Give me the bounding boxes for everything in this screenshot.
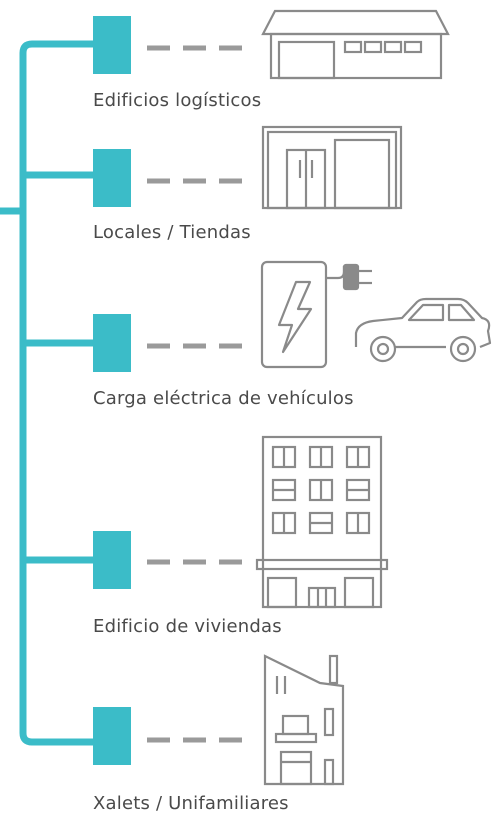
node-ev-charging (93, 314, 131, 372)
storefront-icon (261, 125, 403, 210)
house-icon (263, 654, 345, 786)
warehouse-icon (261, 9, 450, 80)
label-shops: Locales / Tiendas (93, 222, 251, 243)
label-houses: Xalets / Unifamiliares (93, 793, 289, 814)
label-logistics: Edificios logísticos (93, 90, 262, 111)
node-houses (93, 707, 131, 765)
apartment-building-icon (255, 435, 389, 609)
distribution-trunk (0, 40, 97, 746)
dashed-connectors (147, 45, 242, 743)
node-shops (93, 149, 131, 207)
label-ev-charging: Carga eléctrica de vehículos (93, 388, 354, 409)
label-apartments: Edificio de viviendas (93, 616, 282, 637)
ev-charger-car-icon (260, 260, 492, 369)
node-apartments (93, 531, 131, 589)
branch-nodes (93, 16, 131, 765)
node-logistics (93, 16, 131, 74)
